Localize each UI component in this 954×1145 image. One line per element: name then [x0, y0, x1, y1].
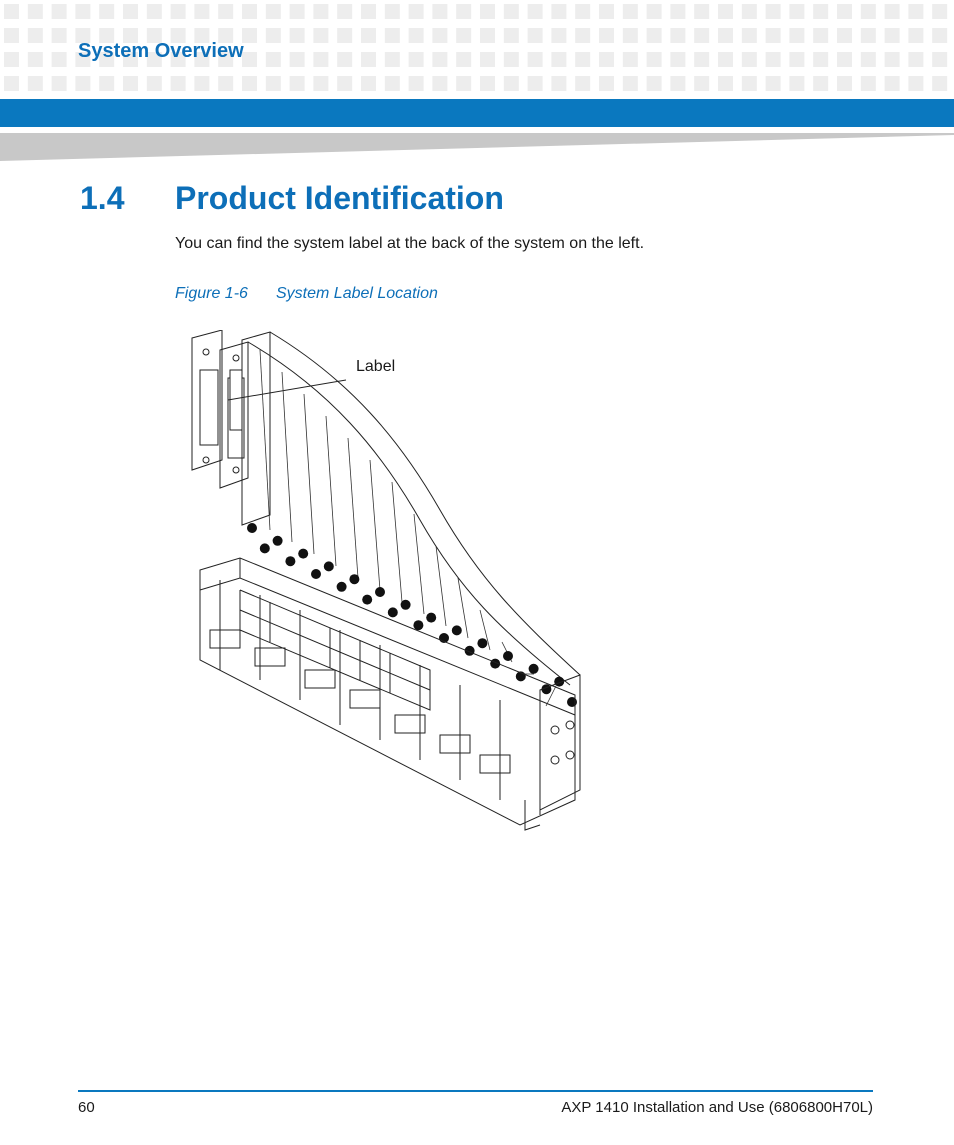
backplane-fin	[347, 437, 359, 579]
running-section-title: System Overview	[78, 40, 244, 62]
connector-dot	[477, 638, 488, 649]
chassis-body	[199, 557, 581, 831]
connector-dot	[503, 651, 513, 661]
connector-dot	[528, 663, 539, 674]
document-title: AXP 1410 Installation and Use (6806800H7…	[561, 1099, 873, 1116]
backplane-fin	[369, 459, 381, 591]
connector-dot	[323, 561, 334, 572]
system-label-location-drawing	[191, 330, 581, 831]
section-heading: 1.4 Product Identification	[80, 180, 504, 217]
section-number: 1.4	[80, 180, 125, 216]
intro-paragraph: You can find the system label at the bac…	[175, 235, 645, 252]
backplane-fin	[325, 415, 337, 567]
backplane-fin	[435, 545, 447, 627]
connector-dot	[259, 543, 270, 554]
connector-dot	[400, 599, 411, 610]
backplane-fin	[545, 685, 557, 707]
header-grey-wedge	[0, 133, 954, 161]
connector-dot	[285, 556, 296, 567]
system-label	[229, 369, 243, 431]
backplane-fin	[303, 393, 315, 555]
connector-dot	[272, 535, 283, 546]
backplane-fin	[457, 577, 469, 639]
backplane-fin	[479, 609, 491, 651]
connector-dot	[336, 581, 347, 592]
figure-caption-text: System Label Location	[276, 285, 438, 302]
connector-dot	[426, 612, 437, 623]
backplane-fin	[413, 513, 425, 615]
connector-dot	[413, 620, 424, 631]
connector-dot	[349, 574, 360, 585]
connector-dot	[362, 594, 373, 605]
connector-dot	[298, 548, 309, 559]
connector-dot	[247, 523, 257, 533]
connector-dot	[375, 587, 385, 597]
backplane-fin	[259, 349, 271, 531]
backplane-fin	[391, 481, 403, 603]
backplane-fin	[281, 371, 293, 543]
figure-number: Figure 1-6	[175, 285, 248, 302]
header-band	[0, 99, 954, 127]
page-number: 60	[78, 1099, 95, 1116]
rear-bracket	[191, 330, 271, 526]
connector-dot	[387, 607, 398, 618]
connector-dot	[451, 625, 462, 636]
footer-rule	[78, 1090, 873, 1092]
connector-dot	[311, 569, 321, 579]
figure-caption: Figure 1-6 System Label Location	[175, 285, 438, 303]
label-leader-line	[227, 379, 347, 401]
section-heading-text: Product Identification	[175, 180, 504, 216]
figure-callout-label: Label	[356, 358, 396, 375]
header-dot-pattern	[0, 0, 954, 96]
